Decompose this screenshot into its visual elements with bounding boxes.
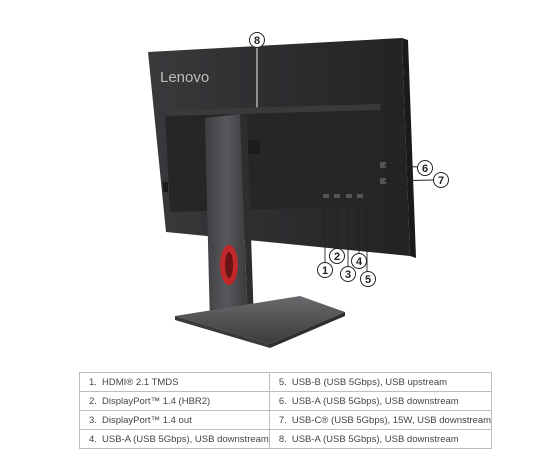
side-port-group [380, 162, 386, 184]
legend-text: USB-A (USB 5Gbps), USB downstream [102, 433, 269, 445]
callout-6: 6 [417, 160, 433, 176]
legend-number: 7. [278, 414, 287, 426]
callout-2: 2 [329, 248, 345, 264]
svg-text:5: 5 [365, 274, 371, 286]
svg-text:1: 1 [322, 265, 328, 277]
legend-row: 4. USB-A (USB 5Gbps), USB downstream 8. USB… [79, 429, 493, 449]
svg-text:8: 8 [254, 35, 260, 47]
legend-row: 2. DisplayPort™ 1.4 (HBR2) 6. USB-A (USB 5G… [79, 391, 493, 411]
callout-7: 7 [433, 172, 449, 188]
legend-cell: 3. DisplayPort™ 1.4 out [79, 410, 270, 430]
rear-port-row [323, 194, 363, 198]
svg-text:2: 2 [334, 251, 340, 263]
monitor-side-edge [402, 38, 416, 258]
legend-number: 3. [89, 414, 97, 426]
legend-text: USB-B (USB 5Gbps), USB upstream [291, 376, 448, 388]
stand-base [175, 296, 345, 344]
legend-text: USB-A (USB 5Gbps), USB downstream [291, 395, 459, 407]
legend-text: HDMI® 2.1 TMDS [102, 376, 179, 388]
callout-3: 3 [340, 266, 356, 282]
legend-text: USB-A (USB 5Gbps), USB downstream [291, 433, 459, 445]
legend-cell: 5. USB-B (USB 5Gbps), USB upstream [268, 372, 493, 392]
lenovo-logo: Lenovo [160, 69, 209, 86]
legend-number: 4. [89, 433, 97, 445]
legend-number: 2. [89, 395, 97, 407]
legend-number: 1. [89, 376, 97, 388]
legend-row: 3. DisplayPort™ 1.4 out 7. USB-C® (USB 5Gbp… [79, 410, 493, 430]
callout-1: 1 [317, 262, 333, 278]
legend-cell: 8. USB-A (USB 5Gbps), USB downstream [268, 429, 493, 449]
svg-text:4: 4 [356, 256, 363, 268]
legend-text: DisplayPort™ 1.4 (HBR2) [102, 395, 211, 407]
legend-number: 5. [278, 376, 287, 388]
legend-text: DisplayPort™ 1.4 out [102, 414, 192, 426]
svg-text:3: 3 [345, 269, 351, 281]
legend-number: 6. [278, 395, 287, 407]
monitor-rear-illustration: Lenovo 1 2 3 [148, 32, 449, 348]
legend-cell: 7. USB-C® (USB 5Gbps), 15W, USB downstrea… [268, 410, 493, 430]
callout-8: 8 [249, 32, 265, 48]
legend-cell: 1. HDMI® 2.1 TMDS [79, 372, 270, 392]
port-legend-table: 1. HDMI® 2.1 TMDS 5. USB-B (USB 5Gbps), USB… [79, 372, 493, 449]
svg-text:6: 6 [422, 163, 428, 175]
legend-row: 1. HDMI® 2.1 TMDS 5. USB-B (USB 5Gbps), USB… [79, 372, 493, 392]
legend-number: 8. [278, 433, 287, 445]
stand-neck [205, 114, 248, 326]
legend-cell: 6. USB-A (USB 5Gbps), USB downstream [268, 391, 493, 411]
callout-4: 4 [351, 253, 367, 269]
svg-text:7: 7 [438, 175, 444, 187]
legend-text: USB-C® (USB 5Gbps), 15W, USB downstream [291, 414, 492, 426]
callout-5: 5 [360, 271, 376, 287]
legend-cell: 4. USB-A (USB 5Gbps), USB downstream [79, 429, 270, 449]
legend-cell: 2. DisplayPort™ 1.4 (HBR2) [79, 391, 270, 411]
